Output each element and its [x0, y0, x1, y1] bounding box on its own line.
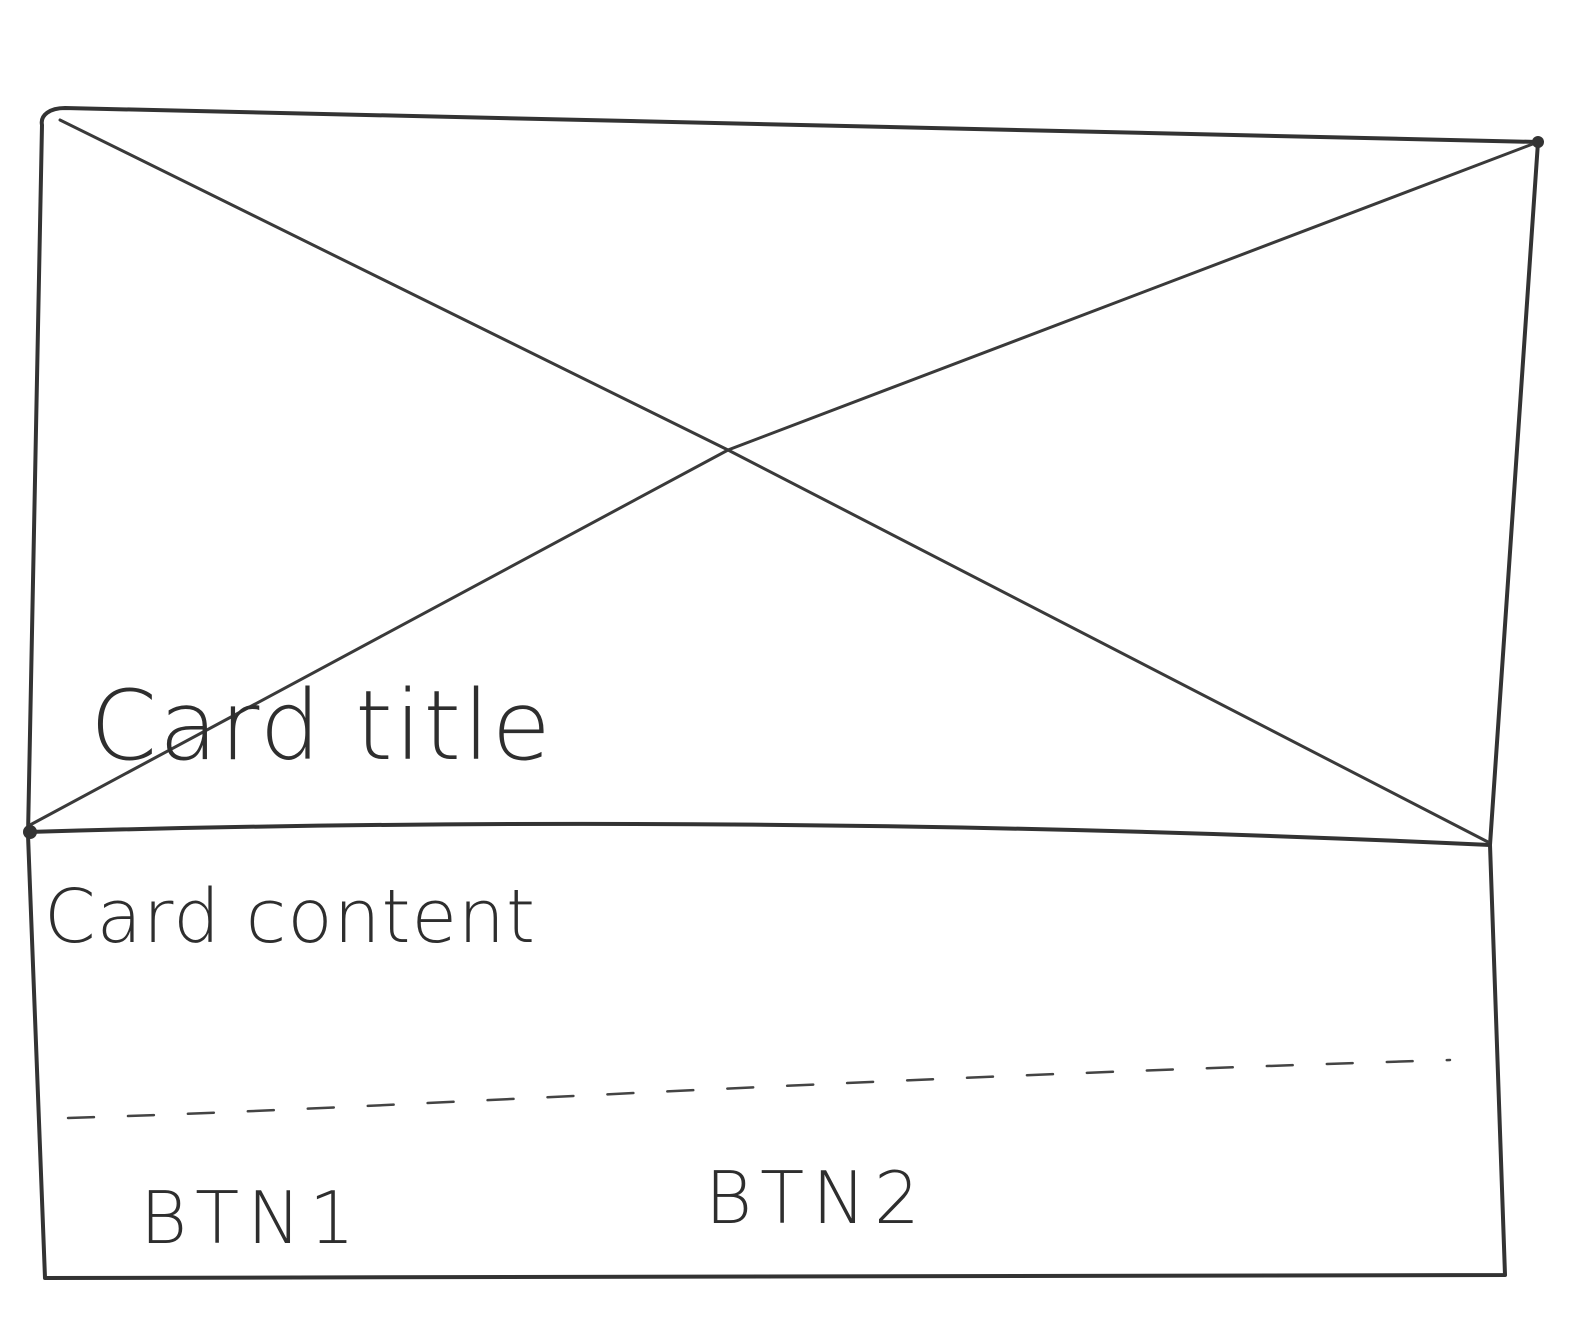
- actions-separator: [66, 1058, 1452, 1120]
- btn1-button[interactable]: BTN1: [140, 1176, 363, 1260]
- image-placeholder-cross-b: [28, 140, 1540, 827]
- card-title: Card title: [90, 670, 553, 782]
- image-divider: [26, 821, 1492, 847]
- corner-dot: [1532, 136, 1544, 148]
- card-frame: [26, 106, 1540, 1280]
- corner-dot: [23, 825, 37, 839]
- card-content: Card content: [44, 874, 536, 960]
- btn2-button[interactable]: BTN2: [705, 1156, 928, 1240]
